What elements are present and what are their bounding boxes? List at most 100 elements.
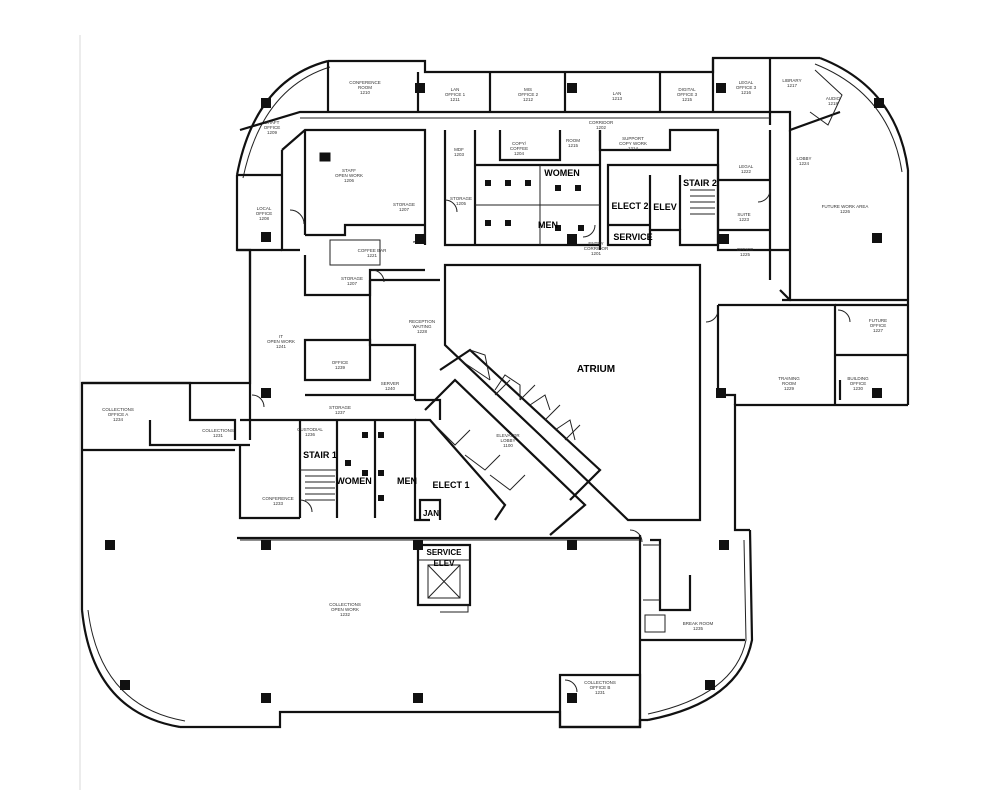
elev-top-label: ELEV [653,202,677,212]
major-labels: ATRIUM WOMEN MEN ELECT 2 ELEV STAIR 2 SE… [303,168,717,568]
stairs [305,189,715,501]
svg-text:FUTURE: FUTURE [869,318,887,323]
svg-text:COLLECTIONS: COLLECTIONS [102,407,134,412]
svg-text:1221: 1221 [367,253,378,258]
women-restroom-bottom-label: WOMEN [336,476,372,486]
svg-text:STAFF: STAFF [342,168,356,173]
svg-text:SERVER: SERVER [381,381,400,386]
svg-text:OFFICE B: OFFICE B [590,685,611,690]
svg-text:1202: 1202 [596,125,607,130]
svg-text:OFFICE 3: OFFICE 3 [677,92,698,97]
svg-text:1215: 1215 [682,97,693,102]
svg-text:BUILDING: BUILDING [847,376,869,381]
women-restroom-top-label: WOMEN [544,168,580,178]
svg-text:COFFEE BAR: COFFEE BAR [358,248,388,253]
svg-text:OPEN WORK: OPEN WORK [331,607,359,612]
service-bottom-label: SERVICE [427,548,463,557]
svg-text:LOCAL: LOCAL [257,206,272,211]
svg-text:1231: 1231 [595,690,606,695]
svg-text:RECEPTION: RECEPTION [409,319,435,324]
svg-text:OFFICE 2: OFFICE 2 [518,92,539,97]
svg-text:COPY/: COPY/ [512,141,527,146]
svg-text:1228: 1228 [417,329,428,334]
svg-text:OFFICE 1: OFFICE 1 [445,92,466,97]
svg-text:LEGAL: LEGAL [739,80,754,85]
svg-text:WAITING: WAITING [412,324,432,329]
svg-text:1237: 1237 [335,410,346,415]
svg-text:1230: 1230 [853,386,864,391]
svg-text:1231: 1231 [213,433,224,438]
svg-text:1229: 1229 [784,386,795,391]
svg-text:1209: 1209 [267,130,278,135]
svg-text:BREAK ROOM: BREAK ROOM [683,621,714,626]
stair2-label: STAIR 2 [683,178,717,188]
svg-text:IT: IT [279,334,283,339]
left-middle-walls [82,250,440,452]
door-swings [251,189,851,693]
svg-text:1224: 1224 [799,161,810,166]
svg-text:1100: 1100 [503,443,513,448]
svg-text:1210: 1210 [360,90,371,95]
service-elevator-walls [416,543,472,613]
service-top-label: SERVICE [613,232,652,242]
svg-text:1207: 1207 [347,281,358,286]
svg-text:CORRIDOR: CORRIDOR [589,120,614,125]
men-restroom-top-label: MEN [538,220,558,230]
svg-text:CONFERENCE: CONFERENCE [349,80,381,85]
svg-text:COFFEE: COFFEE [510,146,528,151]
svg-text:OFFICE: OFFICE [737,247,754,252]
core-walls-top [443,128,792,302]
svg-text:MIS: MIS [524,87,532,92]
svg-text:1212: 1212 [523,97,534,102]
svg-text:1239: 1239 [335,365,346,370]
svg-text:1222: 1222 [741,169,752,174]
svg-text:1226: 1226 [840,209,851,214]
svg-text:OFFICE: OFFICE [332,360,349,365]
svg-text:LAN: LAN [613,91,622,96]
svg-text:1234: 1234 [113,417,124,422]
elev-bottom-label: ELEV [434,559,456,568]
break-room-walls [237,535,745,729]
svg-text:AUDIO: AUDIO [826,96,841,101]
svg-text:LEGAL: LEGAL [739,164,754,169]
svg-text:TRAINING: TRAINING [778,376,800,381]
svg-text:1213: 1213 [612,96,623,101]
svg-text:COLLECTIONS: COLLECTIONS [329,602,361,607]
men-restroom-bottom-label: MEN [397,476,417,486]
svg-text:STORAGE: STORAGE [329,405,351,410]
svg-text:OFFICE A: OFFICE A [108,412,129,417]
svg-text:COLLECTIONS: COLLECTIONS [202,428,234,433]
svg-text:1236: 1236 [305,432,316,437]
svg-text:1227: 1227 [873,328,884,333]
svg-text:ROOM: ROOM [566,138,580,143]
svg-text:1207: 1207 [399,207,410,212]
svg-text:1240: 1240 [385,386,396,391]
right-room-walls [716,289,908,405]
svg-text:ELEVATOR: ELEVATOR [496,433,520,438]
svg-text:1225: 1225 [740,252,751,257]
svg-text:SUPPORT: SUPPORT [622,136,644,141]
